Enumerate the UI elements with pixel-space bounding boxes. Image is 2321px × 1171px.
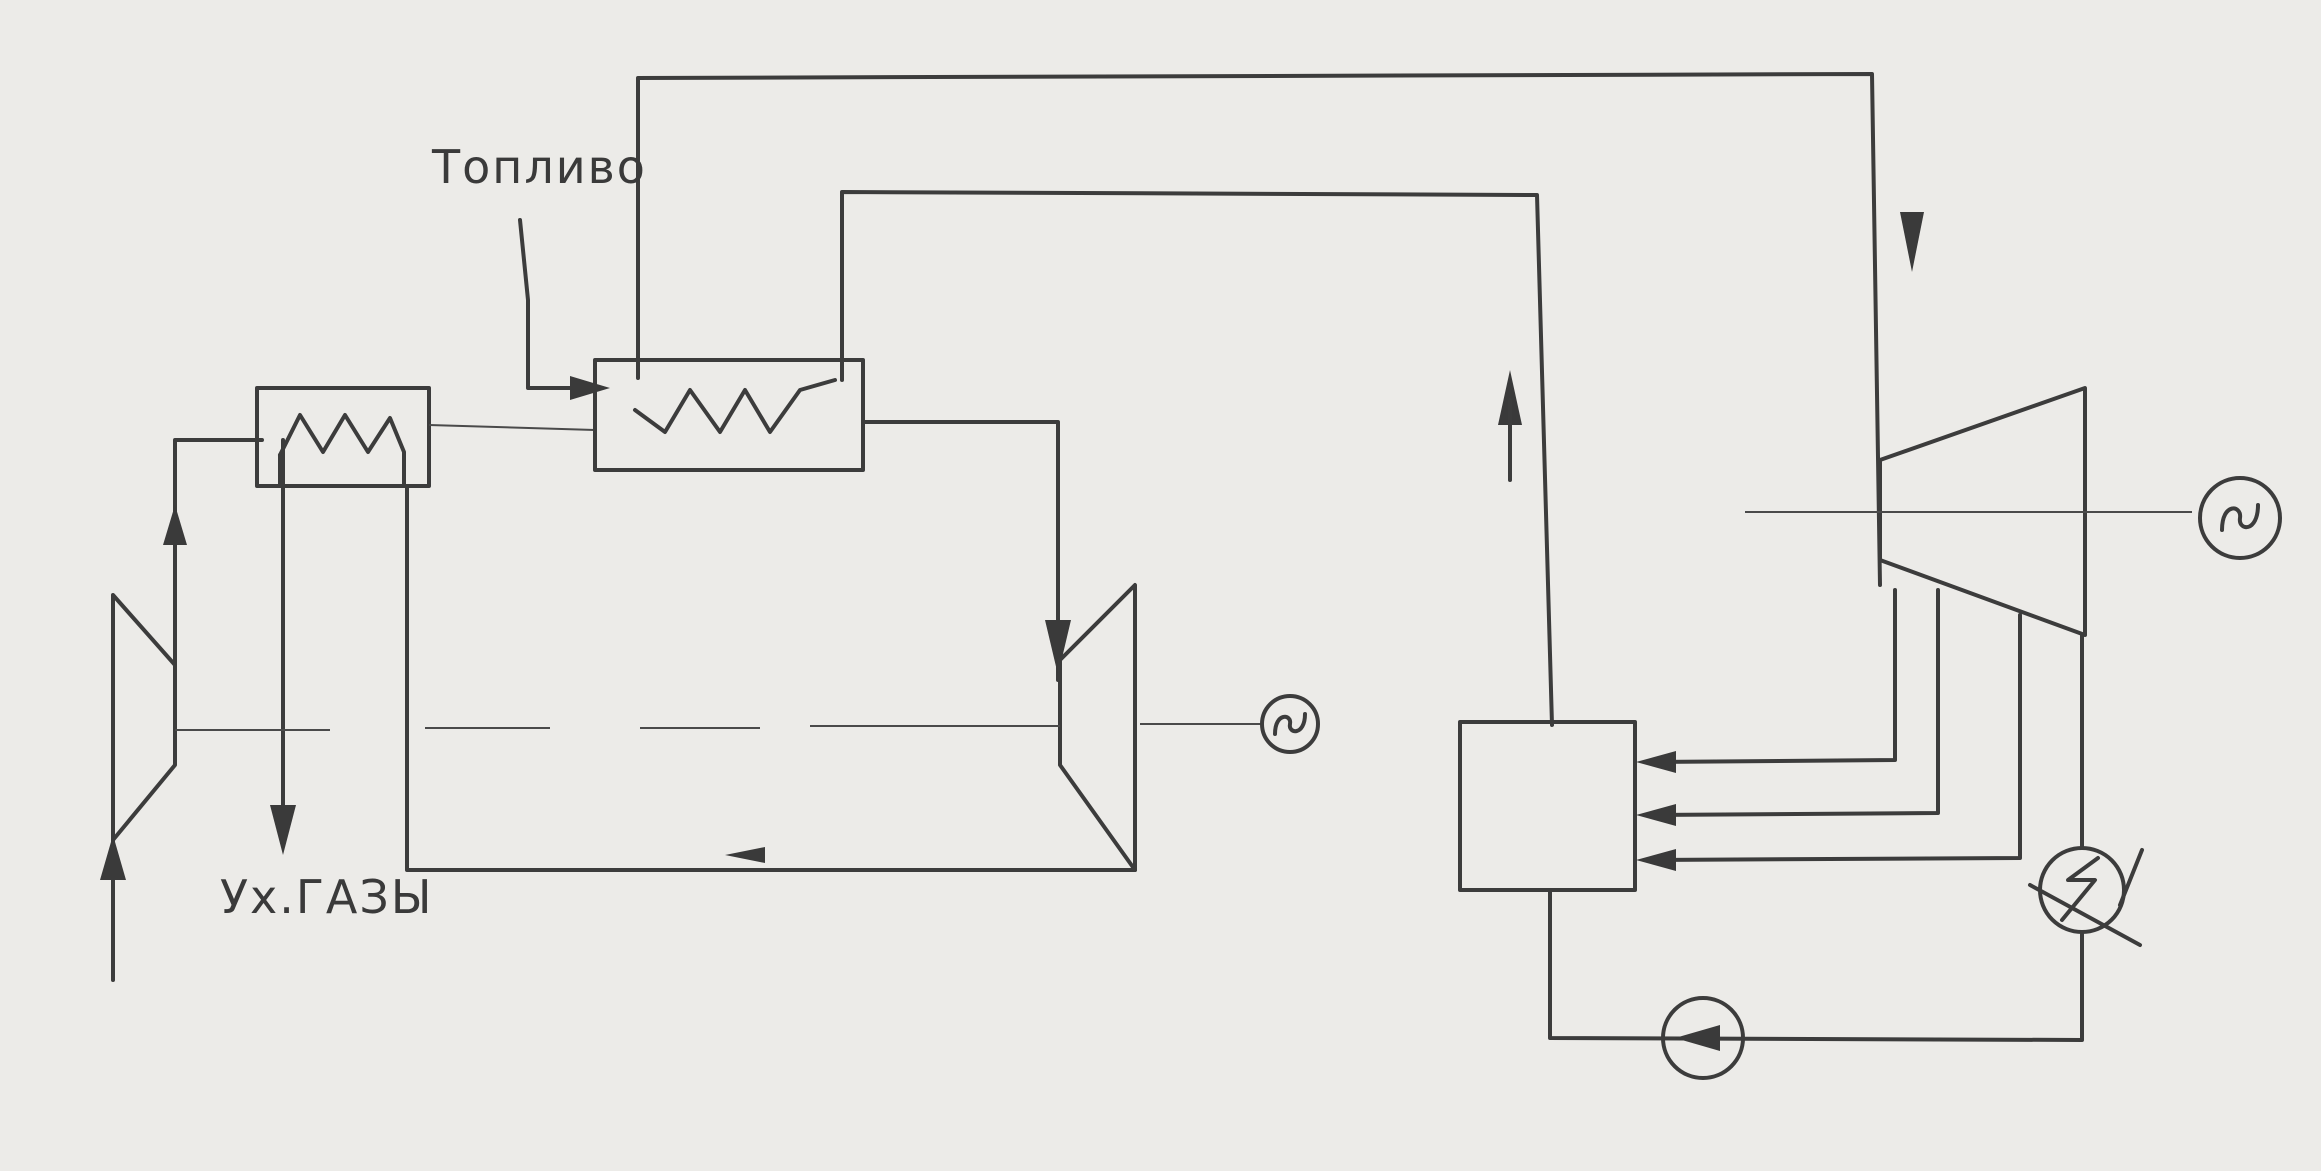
feed-pump <box>1661 996 1745 1080</box>
compressed-air-arrow-icon <box>163 505 187 545</box>
combustion-coil <box>633 378 837 434</box>
steam-turbine-generator <box>2198 476 2282 560</box>
feedwater-heater-block <box>1458 720 1637 892</box>
fuel-label: Топливо <box>432 140 647 194</box>
extraction-arrow-1-icon <box>1636 751 1676 773</box>
condenser-cooling-line <box>2028 883 2142 947</box>
condenser-icon <box>2060 856 2100 922</box>
exhaust-arrow-icon <box>270 805 296 855</box>
gas-turbine <box>1058 583 1137 872</box>
generator-icon-2 <box>2220 503 2260 532</box>
compressed-air-line <box>173 438 264 667</box>
steam-turbine <box>1878 386 2087 637</box>
live-steam-arrow-icon <box>1900 212 1924 272</box>
hot-gas-line <box>861 420 1060 682</box>
gas-turbine-generator <box>1260 694 1320 754</box>
combustion-chamber <box>593 358 865 472</box>
feedwater-arrow-icon <box>1498 370 1522 425</box>
air-heater <box>255 386 431 488</box>
extraction-arrow-3-icon <box>1636 849 1676 871</box>
extraction-line-3 <box>1648 613 2022 862</box>
generator-icon <box>1273 712 1307 736</box>
fuel-line <box>518 218 600 390</box>
turbine-exhaust-return-line <box>405 484 1137 872</box>
air-heater-coil <box>278 413 406 488</box>
condenser-cooling-line-2 <box>2118 848 2144 907</box>
air-to-combustor-line <box>428 424 596 431</box>
air-inlet-arrow-icon <box>100 835 126 880</box>
condensate-line <box>1548 888 2084 1042</box>
live-steam-line <box>636 72 1882 587</box>
pump-icon <box>1675 1025 1720 1051</box>
extraction-arrow-2-icon <box>1636 804 1676 826</box>
condenser <box>2038 846 2126 934</box>
feedwater-line <box>840 190 1554 727</box>
extraction-line-2 <box>1648 588 1940 817</box>
extraction-line-1 <box>1648 588 1897 764</box>
hot-gas-arrow-icon <box>1045 620 1071 675</box>
compressor <box>111 593 177 842</box>
fuel-arrow-icon <box>570 376 610 400</box>
exhaust-return-arrow-icon <box>725 847 765 863</box>
exhaust-gases-label: Ух.ГАЗЫ <box>220 870 434 924</box>
